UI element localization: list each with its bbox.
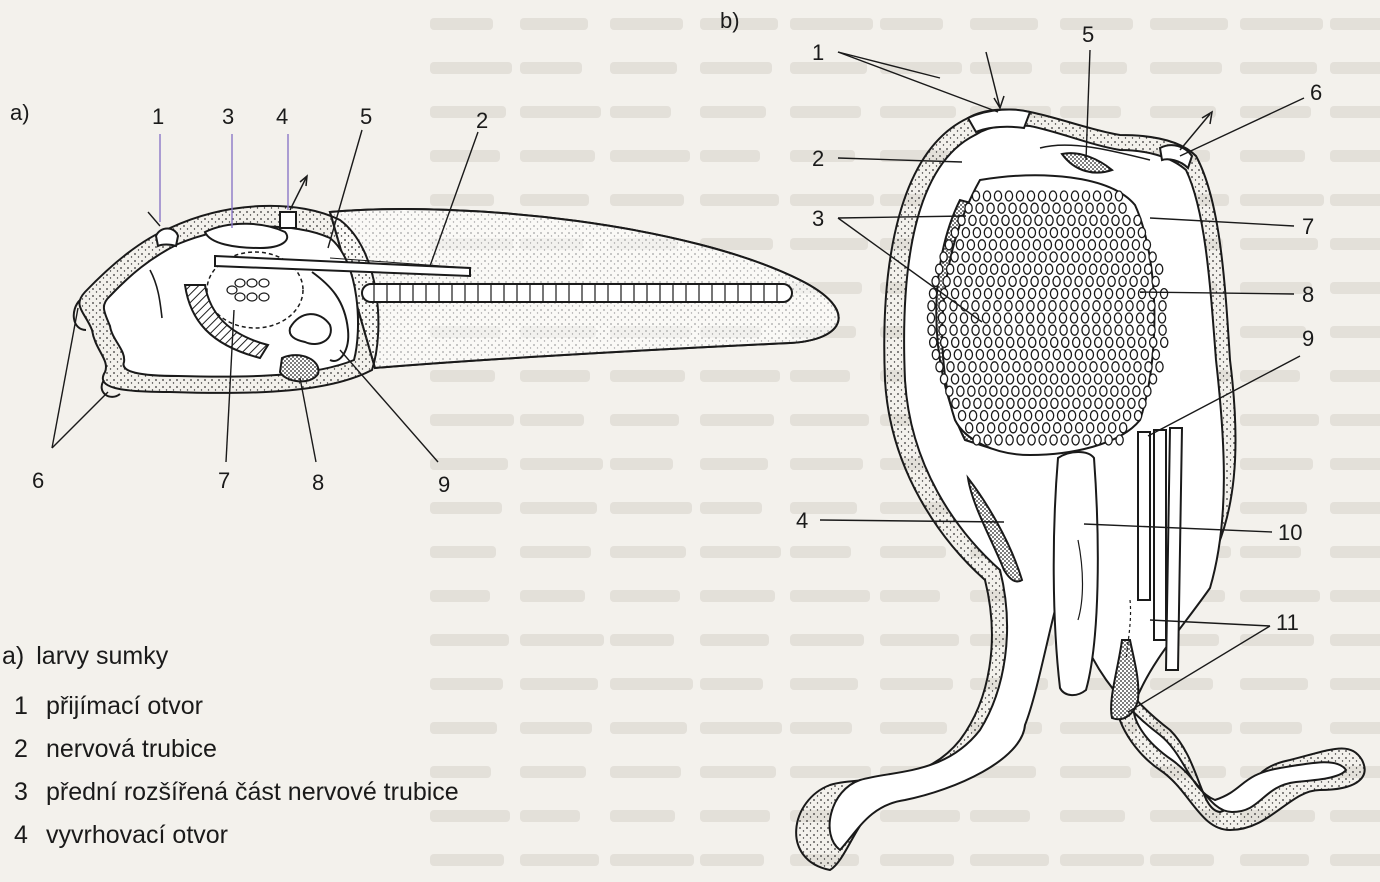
panel-b-callout-7: 7 bbox=[1302, 214, 1314, 239]
panel-b-callout-11: 11 bbox=[1276, 610, 1299, 635]
panel-a-callout-2: 2 bbox=[476, 108, 488, 133]
legend-item-text: přední rozšířená část nervové trubice bbox=[46, 778, 459, 806]
panel-a-callout-8: 8 bbox=[312, 470, 324, 495]
legend-panel-label: a) bbox=[2, 642, 24, 670]
panel-a-callout-4: 4 bbox=[276, 104, 288, 129]
legend-item-text: nervová trubice bbox=[46, 735, 217, 763]
legend-item-text: přijímací otvor bbox=[46, 692, 203, 720]
panel-a-callout-6: 6 bbox=[32, 468, 44, 493]
panel-b-callout-1: 1 bbox=[812, 40, 824, 65]
adult-intestine bbox=[1138, 432, 1150, 600]
legend-title-text: larvy sumky bbox=[36, 642, 168, 670]
panel-a-callout-3: 3 bbox=[222, 104, 234, 129]
legend-item-number: 4 bbox=[14, 814, 46, 857]
legend-item-text: vyvrhovací otvor bbox=[46, 821, 228, 849]
panel-a-label: a) bbox=[10, 100, 30, 125]
legend-item-number: 3 bbox=[14, 771, 46, 814]
panel-b-callout-4: 4 bbox=[796, 508, 808, 533]
legend-title: a) larvy sumky bbox=[2, 642, 459, 671]
larva-atrial-siphon bbox=[280, 212, 296, 228]
panel-b-callout-3: 3 bbox=[812, 206, 824, 231]
panel-b-callout-5: 5 bbox=[1082, 22, 1094, 47]
panel-a-larva bbox=[74, 176, 839, 397]
legend-item-number: 1 bbox=[14, 685, 46, 728]
panel-b-callout-8: 8 bbox=[1302, 282, 1314, 307]
panel-b-callout-9: 9 bbox=[1302, 326, 1314, 351]
panel-a-callout-5: 5 bbox=[360, 104, 372, 129]
adult-stomach bbox=[1054, 452, 1098, 695]
larva-oral-siphon bbox=[156, 229, 178, 247]
panel-a-callout-9: 9 bbox=[438, 472, 450, 497]
panel-b-callout-6: 6 bbox=[1310, 80, 1322, 105]
legend-item-number: 2 bbox=[14, 728, 46, 771]
panel-b-label: b) bbox=[720, 8, 740, 33]
panel-a-callout-1: 1 bbox=[152, 104, 164, 129]
panel-b-adult bbox=[796, 52, 1364, 870]
panel-a-callout-7: 7 bbox=[218, 468, 230, 493]
panel-b-callout-2: 2 bbox=[812, 146, 824, 171]
panel-b-callout-10: 10 bbox=[1278, 520, 1302, 545]
